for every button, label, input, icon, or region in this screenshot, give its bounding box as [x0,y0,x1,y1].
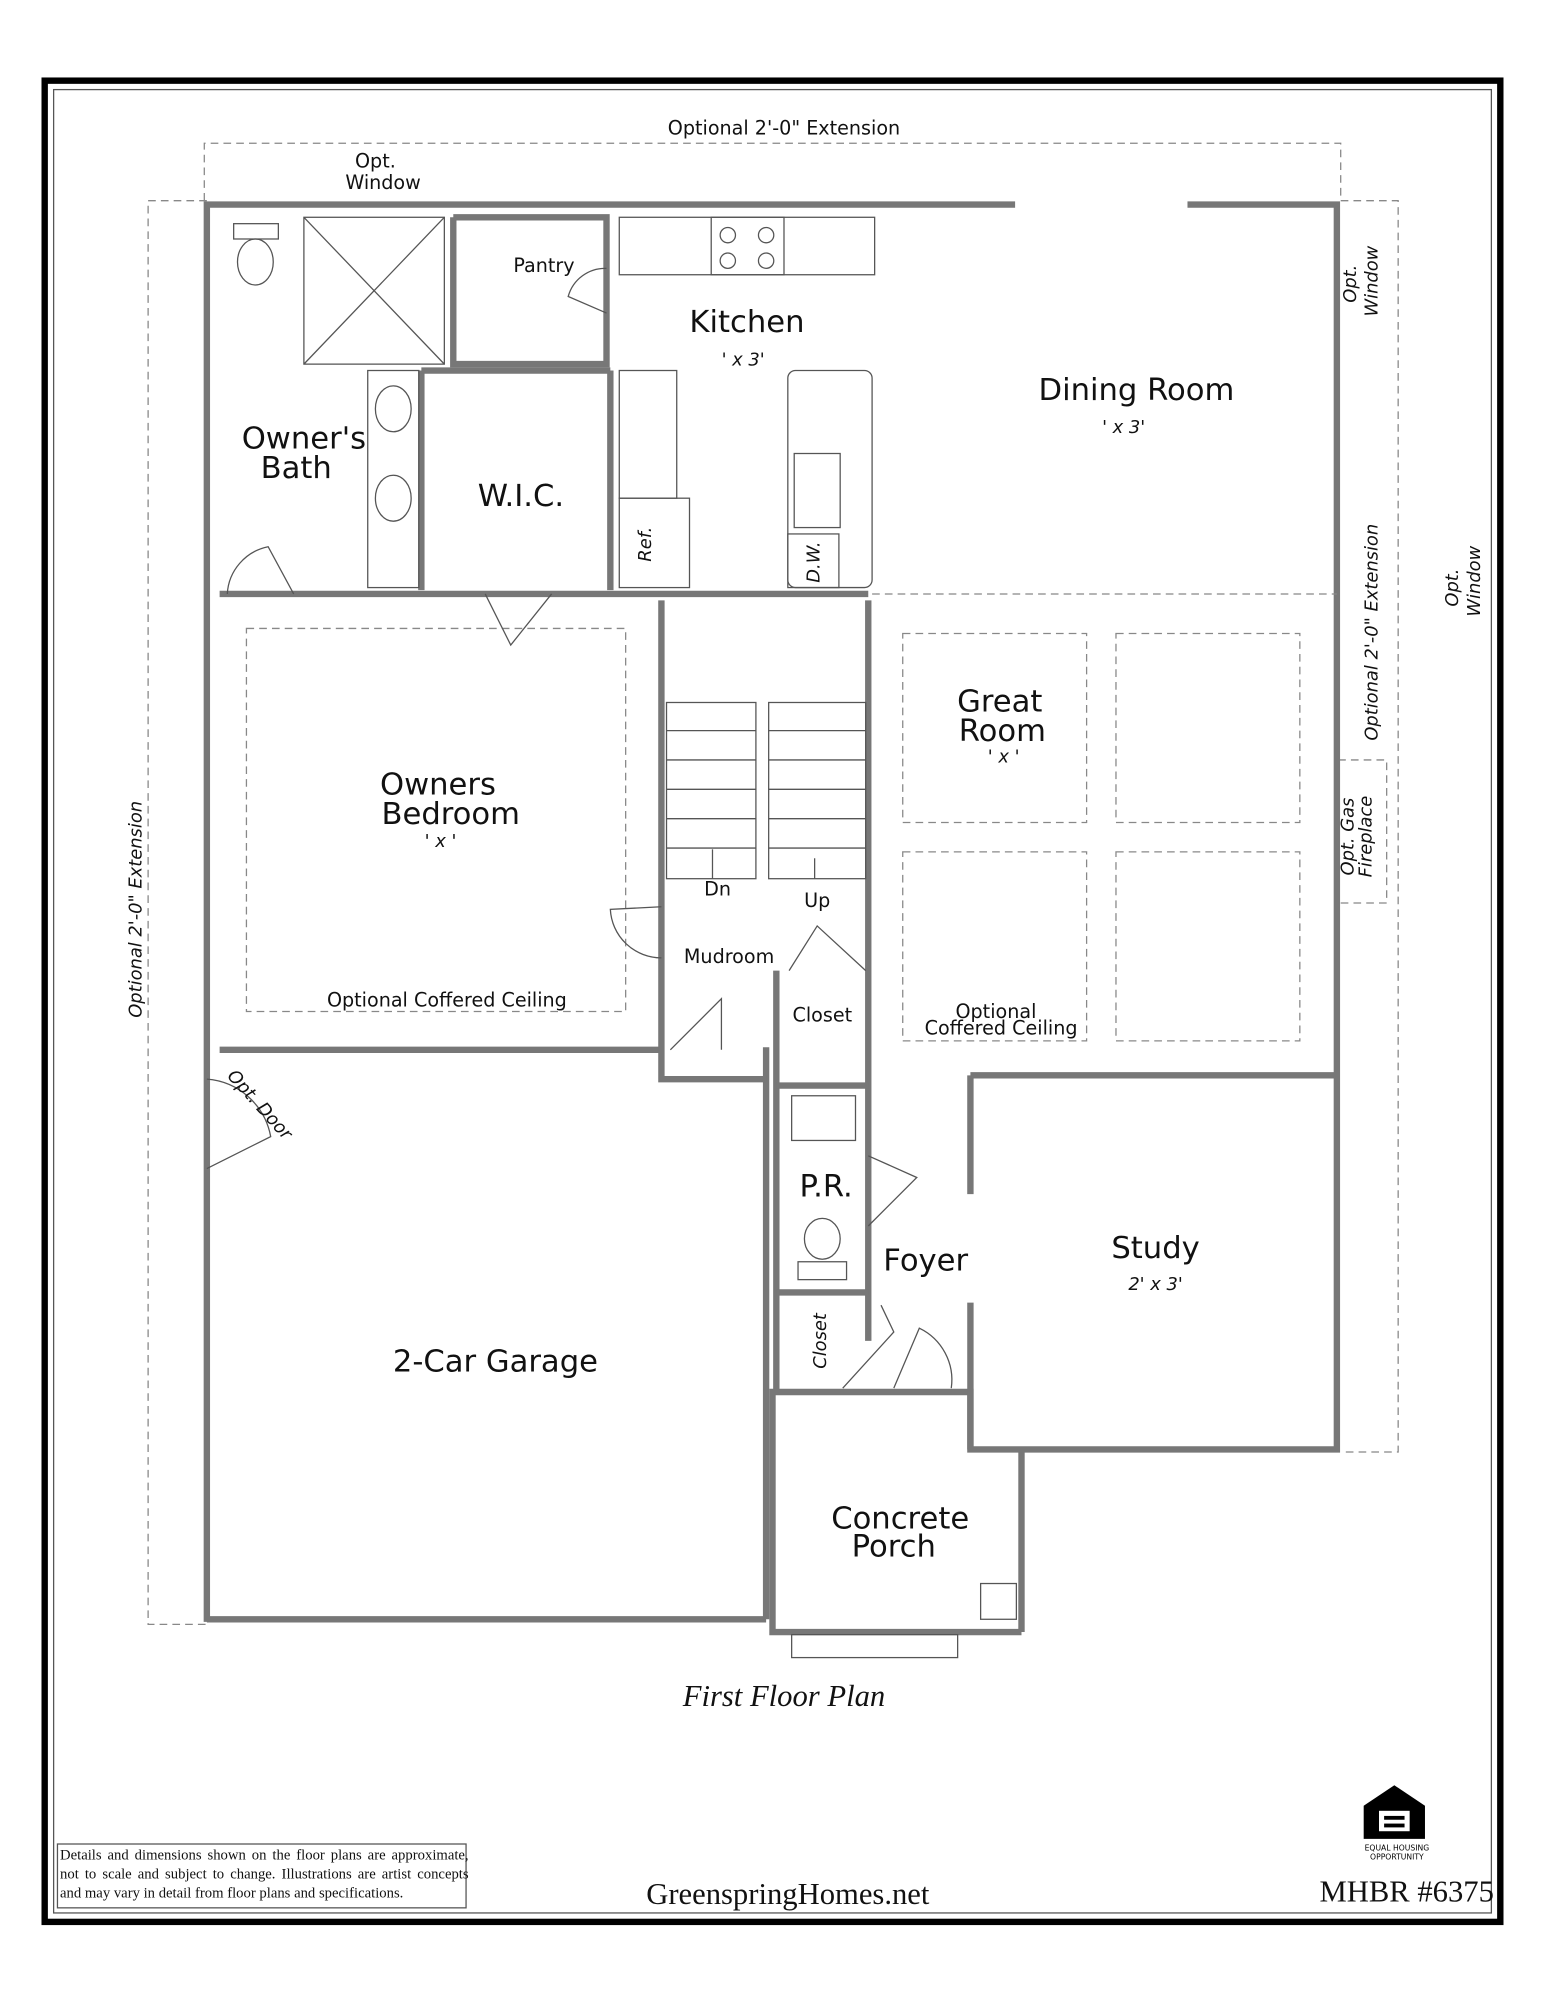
coffered-ceilings [245,627,1301,1042]
stairs-up-label: Up [804,889,830,912]
refrigerator [618,497,691,589]
disclaimer-text: Details and dimensions shown on the floo… [60,1847,469,1902]
opt-window-top-2: Window [345,171,420,194]
license-number: MHBR #6375 [1320,1874,1494,1908]
toilet-icon [803,1217,841,1260]
wic-label: W.I.C. [478,479,564,514]
dishwasher-label: D.W. [804,541,825,582]
owners-bath-label-2: Bath [261,451,332,486]
opt-window-right: Opt. [1340,265,1361,303]
walls [203,201,1341,1636]
vanity-sink-icon [374,385,412,433]
equal-housing-logo: EQUAL HOUSING OPPORTUNITY [1363,1785,1430,1861]
opt-window-far-right-2: Window [1464,545,1485,616]
top-extension-label: Optional 2'-0" Extension [668,116,900,139]
bath-fixtures [233,216,857,1281]
powder-room-label: P.R. [799,1170,852,1205]
dishwasher [787,533,840,589]
plan-title: First Floor Plan [682,1679,885,1713]
disclaimer-box [56,1843,467,1909]
mudroom-label: Mudroom [684,945,774,968]
opt-window-right-2: Window [1362,245,1383,316]
opt-window-far-right: Opt. [1442,569,1463,607]
great-room-label: Great [957,684,1042,719]
closet-label: Closet [792,1004,852,1027]
opt-window-top: Opt. [355,149,396,172]
owners-bedroom-dims: ' x ' [425,831,457,852]
refrigerator-label: Ref. [635,527,656,562]
opt-fireplace-label: Opt. Gas [1337,798,1358,876]
opt-fireplace-label-2: Fireplace [1355,796,1376,878]
opt-door-label: Opt. Door [223,1066,298,1146]
right-extension-label: Optional 2'-0" Extension [1362,524,1383,741]
toilet-icon [236,238,274,286]
porch-label-2: Porch [852,1530,936,1565]
garage-label: 2-Car Garage [393,1345,598,1380]
equal-housing-line2: OPPORTUNITY [1370,1852,1424,1861]
left-extension-label: Optional 2'-0" Extension [126,801,147,1018]
study-label: Study [1111,1231,1199,1266]
shower [303,216,445,365]
closet-label-2: Closet [810,1312,831,1369]
website-label: GreenspringHomes.net [646,1877,930,1911]
kitchen-label: Kitchen [689,305,804,340]
sink-icon [793,452,841,529]
pantry-label: Pantry [513,254,574,277]
owners-bedroom-ceiling: Optional Coffered Ceiling [327,988,567,1011]
dining-room-label: Dining Room [1038,373,1234,408]
kitchen-dims: ' x 3' [722,349,765,370]
great-room-ceiling-2: Coffered Ceiling [925,1016,1078,1039]
porch-label: Concrete [831,1502,969,1537]
equal-housing-line1: EQUAL HOUSING [1365,1843,1430,1852]
great-room-label-2: Room [959,714,1046,749]
kitchen-fixtures [618,216,876,589]
owners-bath-label: Owner's [242,421,366,456]
doors [206,267,1018,1659]
owners-bedroom-label-2: Bedroom [381,797,520,832]
page-inner-border [52,88,1493,1914]
vanity-sink-icon [374,474,412,522]
foyer-label: Foyer [883,1244,968,1279]
owners-bedroom-label: Owners [380,767,496,802]
page-border [41,77,1504,1926]
stairs-down-label: Dn [704,877,731,900]
stove-icon [710,216,785,276]
dining-room-dims: ' x 3' [1102,417,1145,438]
sink-icon [791,1095,857,1142]
great-room-ceiling: Optional [955,1000,1036,1023]
study-dims: 2' x 3' [1128,1274,1182,1295]
great-room-dims: ' x ' [988,747,1020,768]
stairs [665,701,867,880]
